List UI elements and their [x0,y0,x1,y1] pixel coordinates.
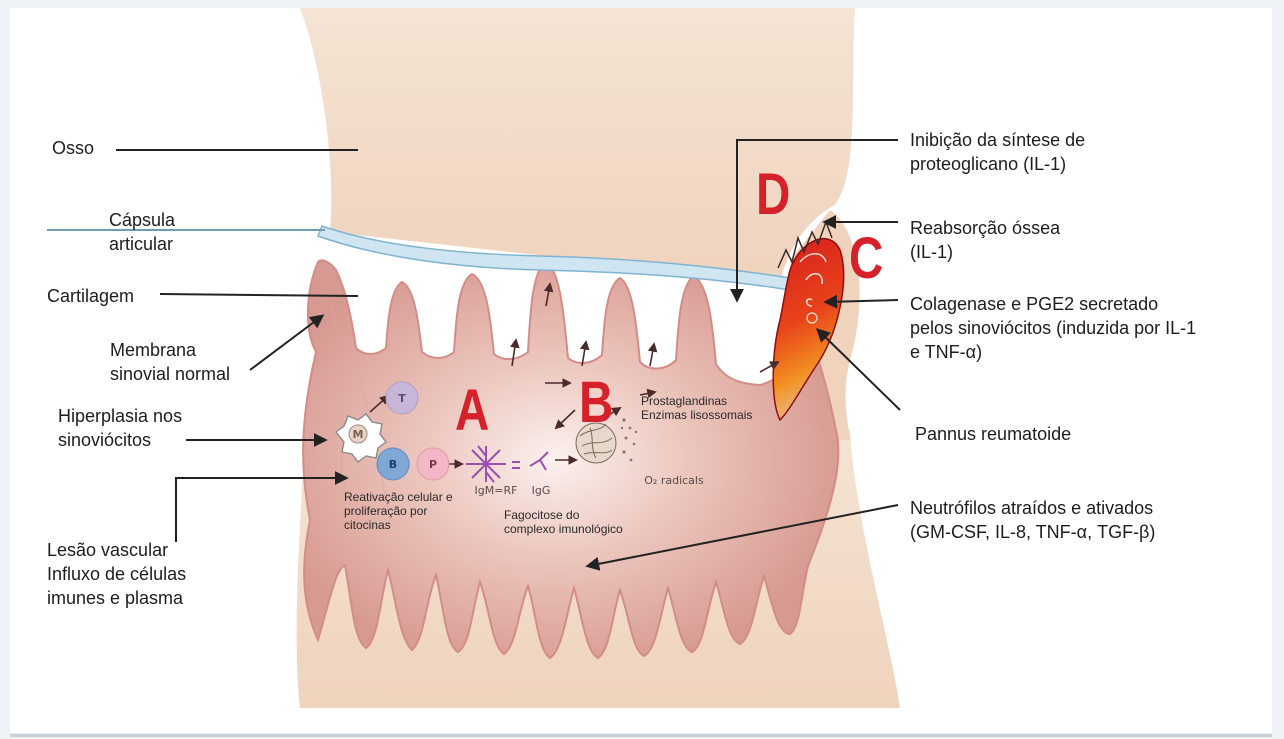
b-cell: B [377,448,409,480]
label-prostaglandinas: Prostaglandinas Enzimas lisossomais [641,394,752,422]
igg-label: IgG [532,484,551,497]
label-pannus: Pannus reumatoide [915,422,1071,446]
label-colagenase: Colagenase e PGE2 secretado pelos sinovi… [910,292,1196,364]
label-lesao: Lesão vascular Influxo de células imunes… [47,538,186,610]
svg-text:P: P [429,458,437,471]
label-fagocitose: Fagocitose do complexo imunológico [504,508,623,536]
t-cell: T [386,382,418,414]
igm-rf-label: IgM=RF [475,484,518,497]
label-membrana: Membrana sinovial normal [110,338,230,386]
bottom-rule [10,734,1272,737]
label-capsula: Cápsula articular [109,208,175,256]
label-reabsorcao: Reabsorção óssea (IL-1) [910,216,1060,264]
svg-text:B: B [389,458,397,471]
o2-radicals-label: O₂ radicals [644,474,704,487]
letter-d: D [756,166,790,224]
letter-b: B [579,374,613,432]
label-reativacao: Reativação celular e proliferação por ci… [344,490,453,532]
label-cartilagem: Cartilagem [47,284,134,308]
label-inibicao: Inibição da síntese de proteoglicano (IL… [910,128,1085,176]
label-osso: Osso [52,136,94,160]
label-neutrofilos: Neutrófilos atraídos e ativados (GM-CSF,… [910,496,1155,544]
svg-text:M: M [353,428,364,441]
plasma-cell: P [417,448,449,480]
letter-c: C [849,230,883,288]
letter-a: A [455,382,489,440]
svg-text:T: T [398,392,406,405]
label-hiperplasia: Hiperplasia nos sinoviócitos [58,404,182,452]
